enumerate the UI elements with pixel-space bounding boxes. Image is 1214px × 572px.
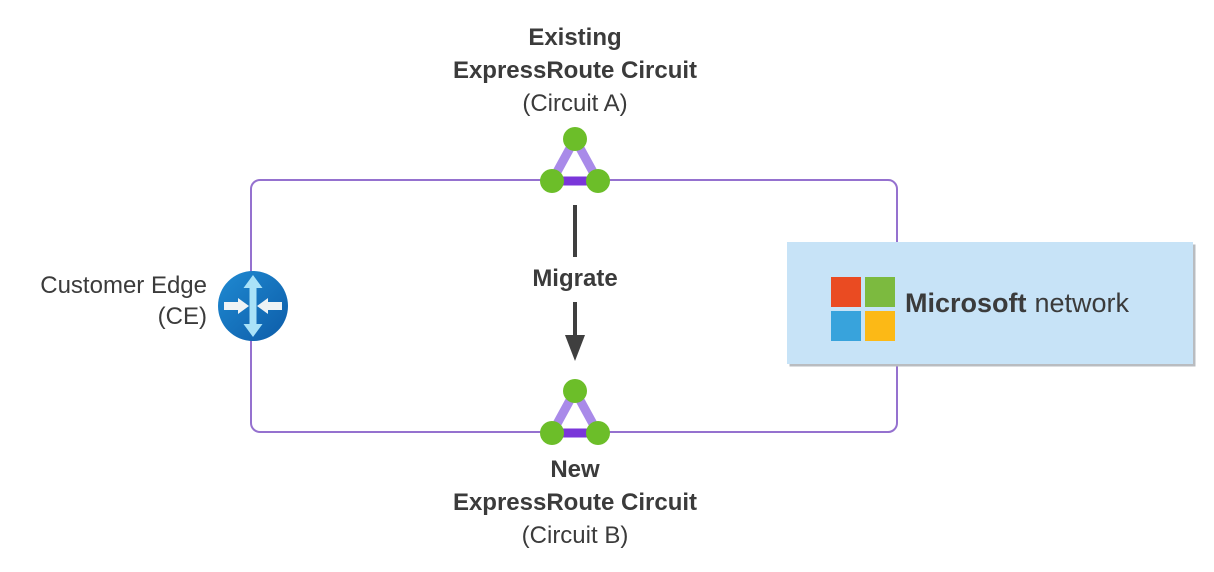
- customer-edge-label-line1: Customer Edge: [40, 272, 207, 299]
- router-horizontal-arrows: [224, 298, 282, 314]
- migrate-label: Migrate: [532, 265, 618, 292]
- circuit-node: [563, 127, 587, 151]
- migrate-down-arrow-icon: [565, 205, 585, 361]
- ms-logo-yellow-square: [865, 311, 895, 341]
- existing-circuit-title-line2: ExpressRoute Circuit: [452, 57, 698, 84]
- microsoft-brand-text: Microsoft: [905, 287, 1027, 318]
- new-circuit-subtitle: (Circuit B): [521, 522, 629, 549]
- router-vertical-arrows: [243, 275, 263, 337]
- existing-circuit-label: Existing ExpressRoute Circuit (Circuit A…: [375, 21, 775, 120]
- arrow-head: [565, 335, 585, 361]
- ms-logo-red-square: [831, 277, 861, 307]
- new-circuit-title-line1: New: [550, 456, 600, 483]
- circuit-node: [540, 421, 564, 445]
- ms-logo-blue-square: [831, 311, 861, 341]
- new-circuit-title-line2: ExpressRoute Circuit: [452, 489, 698, 516]
- customer-edge-label-line2: (CE): [157, 303, 207, 330]
- circuit-node: [586, 169, 610, 193]
- circuit-node: [540, 169, 564, 193]
- expressroute-circuit-b-icon: [540, 379, 610, 445]
- expressroute-circuit-a-icon: [540, 127, 610, 193]
- circuit-node: [563, 379, 587, 403]
- microsoft-network-text: network: [1034, 287, 1130, 318]
- microsoft-logo-icon: [831, 277, 895, 341]
- customer-edge-router-icon: [218, 271, 288, 341]
- existing-circuit-subtitle: (Circuit A): [522, 90, 628, 117]
- circuit-node: [586, 421, 610, 445]
- existing-circuit-title-line1: Existing: [528, 24, 622, 51]
- ms-logo-green-square: [865, 277, 895, 307]
- new-circuit-label: New ExpressRoute Circuit (Circuit B): [375, 453, 775, 552]
- customer-edge-label: Customer Edge (CE): [6, 270, 207, 332]
